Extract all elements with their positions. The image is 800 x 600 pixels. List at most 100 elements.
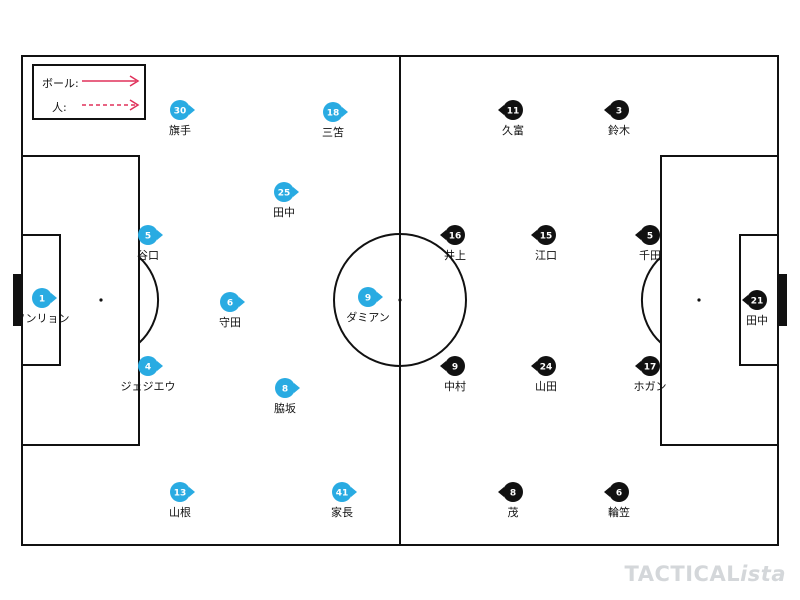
direction-arrow-icon bbox=[531, 361, 537, 371]
player-number: 16 bbox=[449, 232, 462, 242]
player-marker bbox=[220, 292, 240, 312]
direction-arrow-icon bbox=[742, 295, 748, 305]
player-number: 4 bbox=[145, 363, 151, 373]
player-name: ソンリョン bbox=[15, 312, 70, 325]
left-penalty-spot bbox=[99, 298, 103, 302]
player-marker bbox=[32, 288, 52, 308]
player-number: 1 bbox=[39, 295, 45, 305]
player-name: 山根 bbox=[169, 505, 191, 519]
direction-arrow-icon bbox=[342, 107, 348, 117]
player-number: 25 bbox=[278, 189, 291, 199]
away-player-5: 5千田 bbox=[635, 225, 661, 262]
player-marker bbox=[536, 225, 556, 245]
player-number: 6 bbox=[616, 489, 622, 499]
player-marker bbox=[323, 102, 343, 122]
player-number: 30 bbox=[174, 107, 187, 117]
player-marker bbox=[170, 100, 190, 120]
direction-arrow-icon bbox=[189, 487, 195, 497]
home-player-3: 25 田中 bbox=[273, 182, 299, 219]
player-name: 中村 bbox=[444, 379, 466, 393]
player-number: 41 bbox=[336, 489, 349, 499]
player-marker bbox=[640, 356, 660, 376]
home-player-2: 18 三笘 bbox=[322, 102, 348, 139]
direction-arrow-icon bbox=[51, 293, 57, 303]
legend-person-arrow bbox=[82, 99, 140, 111]
player-marker bbox=[503, 100, 523, 120]
away-player-11: 6 輪笠 bbox=[604, 482, 630, 519]
left-penalty-arc bbox=[138, 256, 160, 344]
player-number: 17 bbox=[644, 363, 657, 373]
player-number: 18 bbox=[327, 109, 340, 119]
player-marker bbox=[445, 225, 465, 245]
home-player-4: 5 谷口 bbox=[137, 225, 163, 262]
player-number: 11 bbox=[507, 107, 520, 117]
player-name: ホガン bbox=[634, 380, 667, 393]
player-name: 茂 bbox=[508, 505, 519, 519]
player-name: 田中 bbox=[746, 314, 768, 327]
direction-arrow-icon bbox=[498, 105, 504, 115]
player-name: 輪笠 bbox=[608, 505, 630, 519]
direction-arrow-icon bbox=[351, 487, 357, 497]
player-marker bbox=[445, 356, 465, 376]
player-name: 江口 bbox=[535, 249, 557, 262]
player-number: 8 bbox=[510, 489, 516, 499]
player-marker bbox=[640, 225, 660, 245]
player-name: 三笘 bbox=[322, 125, 344, 139]
player-name: 旗手 bbox=[169, 123, 191, 137]
player-marker bbox=[536, 356, 556, 376]
player-name: 田中 bbox=[273, 206, 295, 219]
player-number: 13 bbox=[174, 489, 187, 499]
player-marker bbox=[747, 290, 767, 310]
player-number: 6 bbox=[227, 299, 233, 309]
player-marker bbox=[170, 482, 190, 502]
away-player-9: 17 ホガン bbox=[634, 356, 667, 393]
player-name: 脇坂 bbox=[274, 402, 296, 415]
player-marker bbox=[358, 287, 378, 307]
player-marker bbox=[609, 100, 629, 120]
player-marker bbox=[503, 482, 523, 502]
player-name: 千田 bbox=[639, 249, 661, 262]
direction-arrow-icon bbox=[239, 297, 245, 307]
center-circle bbox=[333, 233, 467, 367]
watermark-logo: TACTICALista bbox=[625, 562, 786, 586]
player-name: 山田 bbox=[535, 380, 557, 393]
right-goal bbox=[778, 274, 787, 326]
legend-person-label: 人: bbox=[52, 101, 67, 114]
direction-arrow-icon bbox=[635, 230, 641, 240]
direction-arrow-icon bbox=[604, 105, 610, 115]
direction-arrow-icon bbox=[157, 361, 163, 371]
away-player-3: 16 井上 bbox=[440, 225, 466, 262]
left-goal bbox=[13, 274, 22, 326]
direction-arrow-icon bbox=[377, 292, 383, 302]
away-player-10: 8茂 bbox=[498, 482, 523, 519]
player-marker bbox=[609, 482, 629, 502]
center-spot bbox=[398, 298, 402, 302]
away-player-4: 15 江口 bbox=[531, 225, 557, 262]
direction-arrow-icon bbox=[440, 230, 446, 240]
home-player-5: 1 ソンリョン bbox=[15, 288, 70, 325]
player-number: 5 bbox=[145, 232, 151, 242]
player-number: 9 bbox=[365, 294, 371, 304]
direction-arrow-icon bbox=[293, 187, 299, 197]
player-marker bbox=[332, 482, 352, 502]
player-name: ダミアン bbox=[346, 310, 390, 324]
player-marker bbox=[274, 182, 294, 202]
right-penalty-spot bbox=[697, 298, 701, 302]
watermark-main: TACTICAL bbox=[624, 562, 741, 586]
legend-ball-label: ボール: bbox=[42, 77, 79, 90]
player-name: 井上 bbox=[444, 248, 466, 262]
player-number: 15 bbox=[540, 232, 553, 242]
direction-arrow-icon bbox=[635, 361, 641, 371]
direction-arrow-icon bbox=[498, 487, 504, 497]
player-marker bbox=[275, 378, 295, 398]
player-marker bbox=[138, 225, 158, 245]
player-name: 鈴木 bbox=[608, 123, 630, 137]
direction-arrow-icon bbox=[531, 230, 537, 240]
direction-arrow-icon bbox=[294, 383, 300, 393]
player-name: 谷口 bbox=[137, 249, 159, 262]
